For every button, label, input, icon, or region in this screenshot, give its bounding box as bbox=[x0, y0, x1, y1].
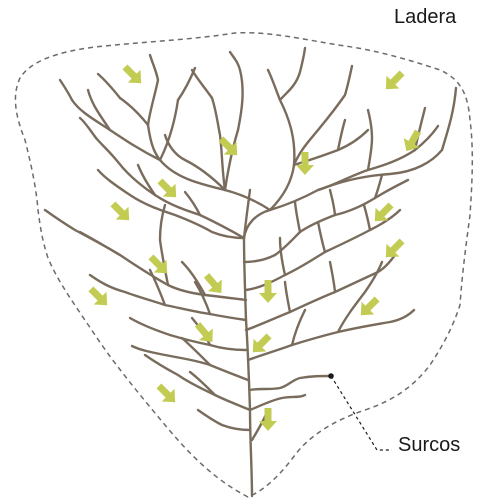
flow-arrow bbox=[154, 175, 183, 204]
furrows-label: Surcos bbox=[398, 434, 460, 457]
channel-network bbox=[45, 48, 456, 496]
flow-arrow bbox=[119, 61, 148, 90]
flow-arrow bbox=[379, 67, 408, 96]
flow-arrow bbox=[107, 198, 136, 227]
flow-arrows bbox=[85, 61, 426, 431]
flow-arrow bbox=[259, 280, 277, 303]
flow-arrow bbox=[379, 235, 408, 264]
flow-arrow bbox=[246, 330, 275, 359]
slope-label: Ladera bbox=[394, 6, 456, 29]
flow-arrow bbox=[215, 133, 244, 162]
surcos-leader-line bbox=[331, 376, 392, 450]
flow-arrow bbox=[354, 293, 383, 322]
flow-arrow bbox=[145, 251, 174, 280]
flow-arrow bbox=[153, 380, 182, 409]
flow-arrow bbox=[259, 408, 277, 431]
